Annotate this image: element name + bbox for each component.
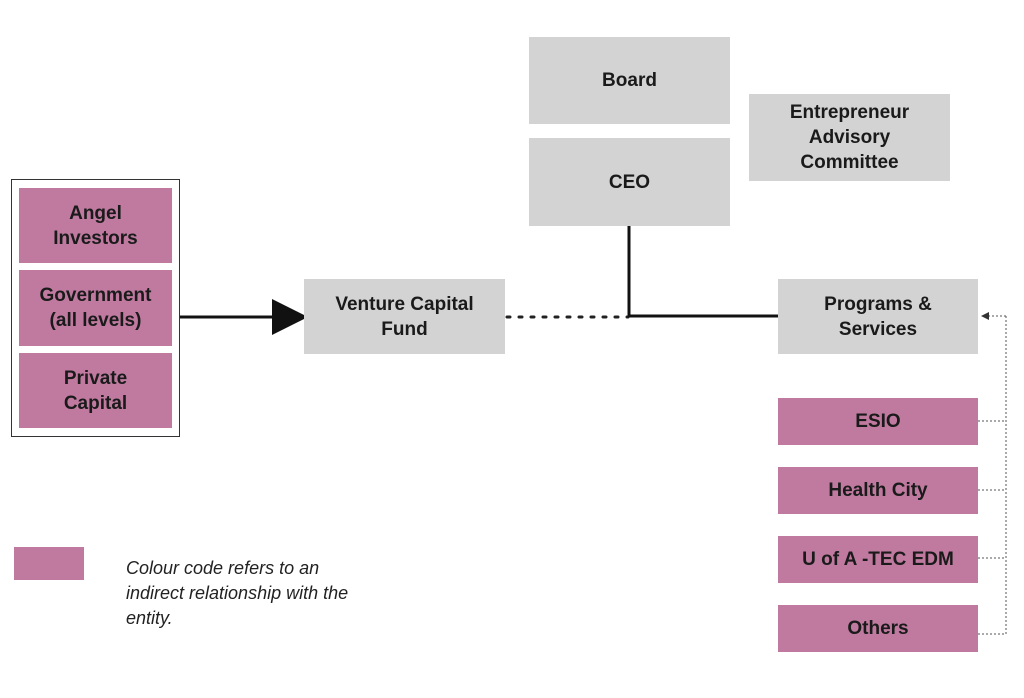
node-health-city: Health City [778, 467, 978, 514]
node-programs-services: Programs & Services [778, 279, 978, 354]
node-angel-investors: Angel Investors [19, 188, 172, 263]
node-others: Others [778, 605, 978, 652]
node-entrepreneur-advisory-committee: Entrepreneur Advisory Committee [749, 94, 950, 181]
subprograms-bracket [978, 312, 1007, 635]
legend-swatch [14, 547, 84, 580]
legend-text: Colour code refers to an indirect relati… [126, 558, 349, 628]
node-ceo: CEO [529, 138, 730, 226]
node-board: Board [529, 37, 730, 124]
node-government: Government (all levels) [19, 270, 172, 346]
node-uofa-tec-edm: U of A -TEC EDM [778, 536, 978, 583]
node-esio: ESIO [778, 398, 978, 445]
node-private-capital: Private Capital [19, 353, 172, 428]
node-venture-capital-fund: Venture Capital Fund [304, 279, 505, 354]
